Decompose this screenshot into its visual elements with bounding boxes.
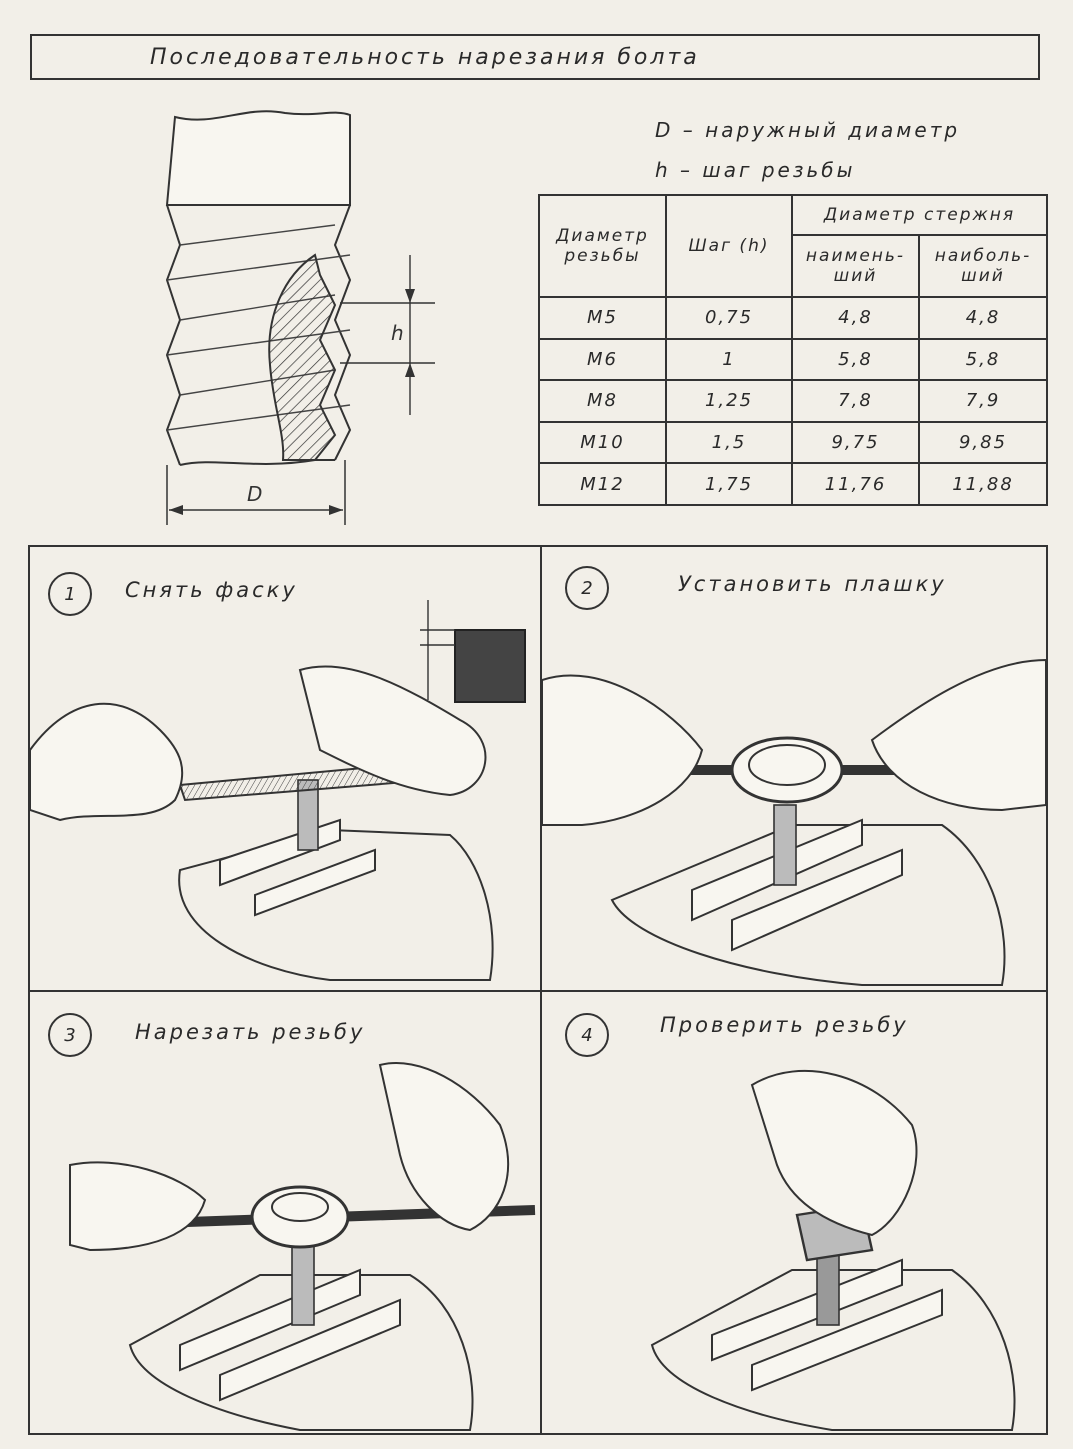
- step-1-filing-illustration: [30, 600, 526, 981]
- cell-max: 7,9: [917, 379, 1049, 423]
- step-1-label: Снять фаску: [125, 578, 298, 602]
- cell-max: 11,88: [917, 462, 1049, 506]
- step-1-number: 1: [48, 572, 92, 616]
- cell-pitch: 0,75: [665, 296, 793, 340]
- cell-size: М8: [538, 379, 667, 423]
- table-row: М10 1,5 9,75 9,85: [538, 420, 1049, 465]
- step-3-label: Нарезать резьбу: [135, 1020, 366, 1044]
- thread-spec-table: Диаметр резьбы Шаг (h) Диаметр стержня н…: [538, 194, 1049, 506]
- header-pitch: Шаг (h): [665, 194, 793, 298]
- cell-min: 11,76: [791, 462, 920, 506]
- cell-pitch: 1,75: [665, 462, 793, 506]
- table-row: М8 1,25 7,8 7,9: [538, 379, 1049, 423]
- dimension-d-label: D: [247, 482, 262, 506]
- legend-h: h – шаг резьбы: [655, 158, 856, 182]
- step-2-label: Установить плашку: [678, 572, 947, 596]
- step-4-number: 4: [565, 1013, 609, 1057]
- page-title: Последовательность нарезания болта: [150, 44, 700, 70]
- step-2-number: 2: [565, 566, 609, 610]
- step-4-checking-illustration: [650, 1070, 1016, 1431]
- header-max: наиболь-ший: [917, 234, 1049, 298]
- cell-min: 9,75: [791, 420, 920, 465]
- cell-min: 4,8: [791, 296, 920, 340]
- table-row: М6 1 5,8 5,8: [538, 337, 1049, 382]
- header-min: наимень-ший: [791, 234, 920, 298]
- step-3-number: 3: [48, 1013, 92, 1057]
- legend-d: D – наружный диаметр: [655, 118, 961, 142]
- step-2-die-install-illustration: [542, 658, 1046, 986]
- bolt-thread-diagram: D h: [165, 110, 435, 525]
- cell-max: 4,8: [917, 296, 1049, 340]
- cell-max: 9,85: [917, 420, 1049, 465]
- page-title-box: Последовательность нарезания болта: [30, 34, 1040, 80]
- panel-divider-horizontal: [28, 990, 1048, 992]
- step-4-label: Проверить резьбу: [660, 1013, 909, 1037]
- cell-size: М12: [538, 462, 667, 506]
- step-3-threading-illustration: [69, 1062, 536, 1431]
- cell-pitch: 1,5: [665, 420, 793, 465]
- cell-min: 5,8: [791, 337, 920, 382]
- dimension-h-label: h: [391, 321, 404, 345]
- table-row: М12 1,75 11,76 11,88: [538, 462, 1049, 506]
- cell-pitch: 1,25: [665, 379, 793, 423]
- header-diameter: Диаметр резьбы: [538, 194, 667, 298]
- cell-max: 5,8: [917, 337, 1049, 382]
- cell-min: 7,8: [791, 379, 920, 423]
- table-row: М5 0,75 4,8 4,8: [538, 296, 1049, 340]
- cell-size: М5: [538, 296, 667, 340]
- header-rod-diameter: Диаметр стержня: [790, 194, 1049, 236]
- cell-size: М6: [538, 337, 667, 382]
- cell-pitch: 1: [665, 337, 793, 382]
- cell-size: М10: [538, 420, 667, 465]
